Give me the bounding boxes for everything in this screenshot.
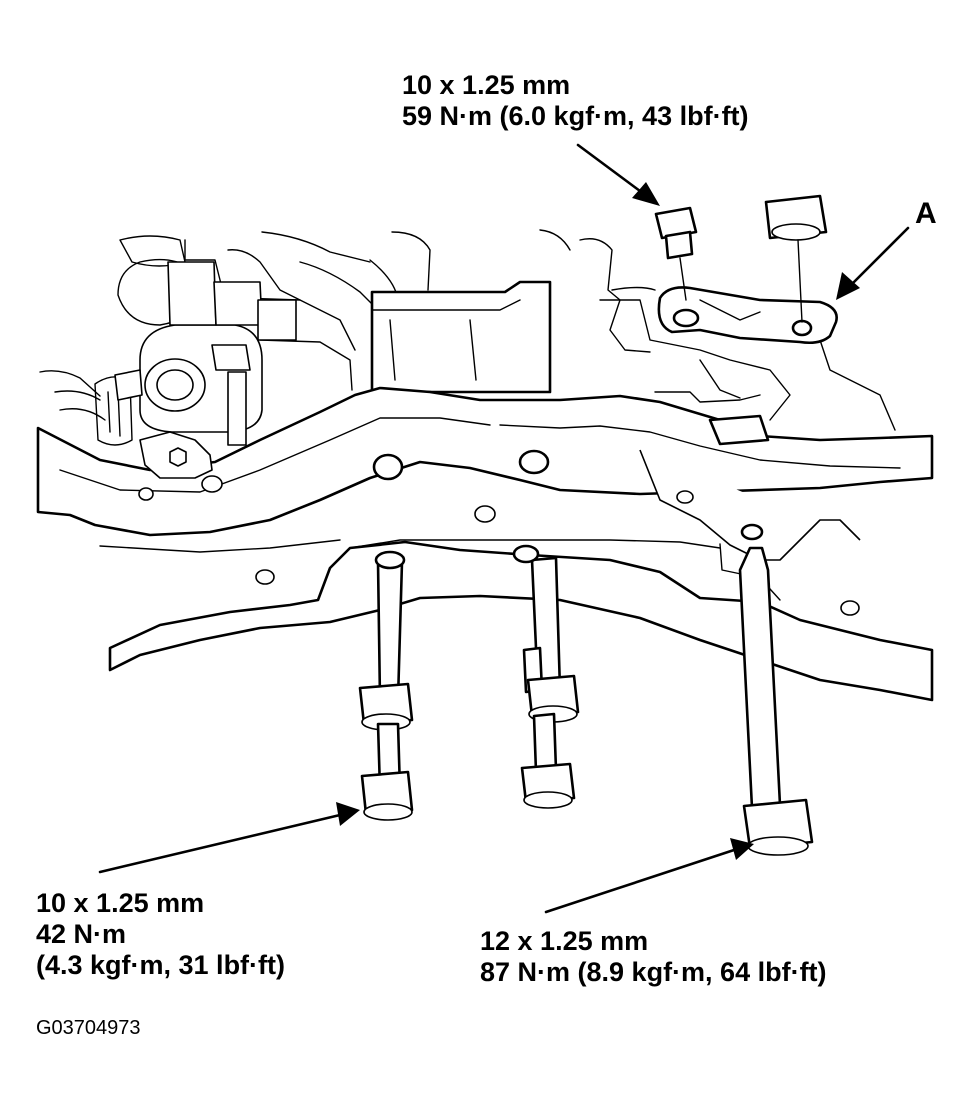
bottom-right-bolt-size: 12 x 1.25 mm (480, 926, 649, 956)
front-subframe (36, 386, 934, 702)
engine-background (39, 229, 896, 446)
top-bolt-torque: 59 N·m (6.0 kgf·m, 43 lbf·ft) (402, 101, 749, 131)
transmission-mount-block (370, 280, 552, 394)
callout-top-bolt: 10 x 1.25 mm 59 N·m (6.0 kgf·m, 43 lbf·f… (402, 70, 749, 132)
leader-top-bolt (576, 143, 660, 206)
bottom-left-bolt-torque: 42 N·m (36, 919, 127, 949)
center-bolt (512, 544, 580, 809)
part-label-a: A (915, 197, 937, 230)
leader-part-a (836, 226, 910, 300)
bottom-left-bolt-size: 10 x 1.25 mm (36, 888, 205, 918)
callout-bottom-left-bolts: 10 x 1.25 mm 42 N·m (4.3 kgf·m, 31 lbf·f… (36, 888, 285, 981)
right-bolt-long (738, 546, 814, 856)
left-bolt-long (358, 550, 414, 821)
upper-nut (764, 194, 828, 323)
bottom-right-bolt-torque: 87 N·m (8.9 kgf·m, 64 lbf·ft) (480, 957, 827, 987)
figure-id: G03704973 (36, 1017, 141, 1039)
upper-bolt (654, 206, 698, 301)
top-bolt-size: 10 x 1.25 mm (402, 70, 571, 100)
leader-bottom-right (544, 838, 754, 914)
mount-bracket-a (657, 286, 838, 345)
throttle-body (114, 261, 297, 446)
callout-bottom-right-bolt: 12 x 1.25 mm 87 N·m (8.9 kgf·m, 64 lbf·f… (480, 926, 827, 988)
leader-bottom-left (98, 802, 360, 874)
bottom-left-bolt-torque-alt: (4.3 kgf·m, 31 lbf·ft) (36, 950, 286, 980)
